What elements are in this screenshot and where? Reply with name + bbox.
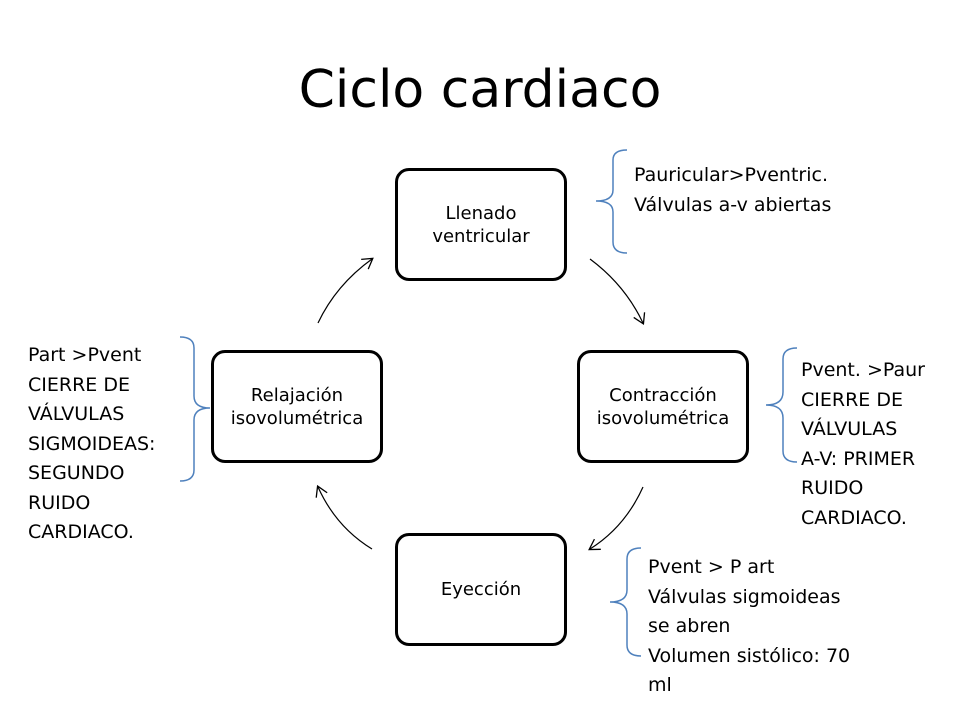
node-label: Eyección — [440, 579, 522, 600]
node-eyeccion: Eyección — [395, 533, 567, 646]
arrow-relajacion-to-llenado — [317, 257, 374, 324]
note-contraccion: Pvent. >Paur CIERRE DE VÁLVULAS A-V: PRI… — [801, 359, 925, 529]
node-relajacion-isovolumetrica: Relajación isovolumétrica — [211, 350, 383, 463]
arrow-llenado-to-contraccion — [589, 258, 646, 326]
bracket-contraccion — [765, 347, 798, 463]
slide-title: Ciclo cardiaco — [298, 60, 662, 120]
node-llenado-ventricular: Llenado ventricular — [395, 168, 567, 281]
node-label: Relajación isovolumétrica — [230, 384, 364, 429]
node-contraccion-isovolumetrica: Contracción isovolumétrica — [577, 350, 749, 463]
bracket-eyeccion — [609, 547, 642, 657]
arrow-contraccion-to-eyeccion — [588, 486, 644, 551]
node-label: Llenado ventricular — [432, 202, 530, 247]
note-llenado: Pauricular>Pventric. Válvulas a-v abiert… — [634, 164, 832, 216]
note-relajacion: Part >Pvent CIERRE DE VÁLVULAS SIGMOIDEA… — [28, 344, 156, 543]
note-eyeccion: Pvent > P art Válvulas sigmoideas se abr… — [648, 556, 851, 696]
node-label: Contracción isovolumétrica — [596, 384, 730, 429]
arrow-eyeccion-to-relajacion — [315, 484, 373, 550]
bracket-llenado — [595, 149, 628, 254]
bracket-relajacion — [179, 336, 211, 482]
